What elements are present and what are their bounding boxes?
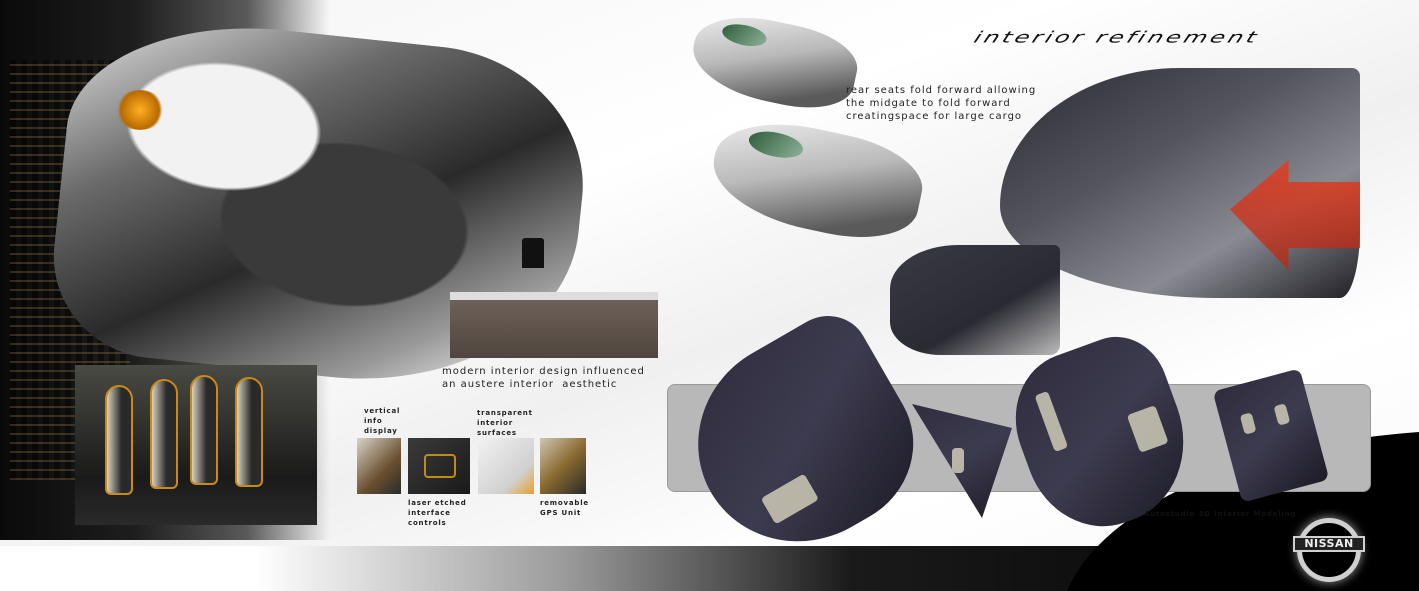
car-exterior-midgate-closed: [685, 5, 864, 119]
seat-shape: [235, 377, 263, 487]
lamp-shade: [522, 238, 544, 268]
seat-insert: [952, 448, 964, 473]
thumb-transparent-surfaces: [478, 438, 534, 494]
cutaway-interior-small: [890, 245, 1060, 355]
seat-insert: [1126, 405, 1169, 453]
seat-insert: [1239, 412, 1257, 435]
car-glass: [720, 20, 769, 50]
seats-photo: [75, 365, 317, 525]
seat-insert: [1034, 390, 1069, 453]
amber-light-accent: [115, 90, 165, 130]
feature-label-laser-etched: laser etched interface controls: [408, 499, 467, 527]
feature-label-vertical-info: vertical info display: [364, 407, 401, 435]
sideboard-furniture: [450, 292, 658, 358]
caption-rear-seats: rear seats fold forward allowing the mid…: [846, 85, 1037, 122]
caption-autostudio: Autostudio 3D Interior Modeling: [1144, 510, 1297, 518]
caption-modern-interior: modern interior design influenced an aus…: [442, 366, 645, 390]
car-exterior-midgate-open: [703, 109, 931, 251]
seat-insert: [760, 473, 820, 525]
seat-insert: [1273, 403, 1291, 426]
nissan-logo-wordmark: NISSAN: [1293, 536, 1365, 552]
thumb-removable-gps: [540, 438, 586, 494]
thumb-vertical-info-display: [357, 438, 401, 494]
feature-label-gps: removable GPS Unit: [540, 499, 589, 517]
seat-shape: [190, 375, 218, 485]
car-glass: [746, 127, 806, 163]
seat-shape: [150, 379, 178, 489]
board-title: interior refinement: [971, 28, 1263, 47]
seat-shape: [105, 385, 133, 495]
feature-label-transparent: transparent interior surfaces: [477, 409, 533, 437]
thumb-laser-etched-controls: [408, 438, 470, 494]
